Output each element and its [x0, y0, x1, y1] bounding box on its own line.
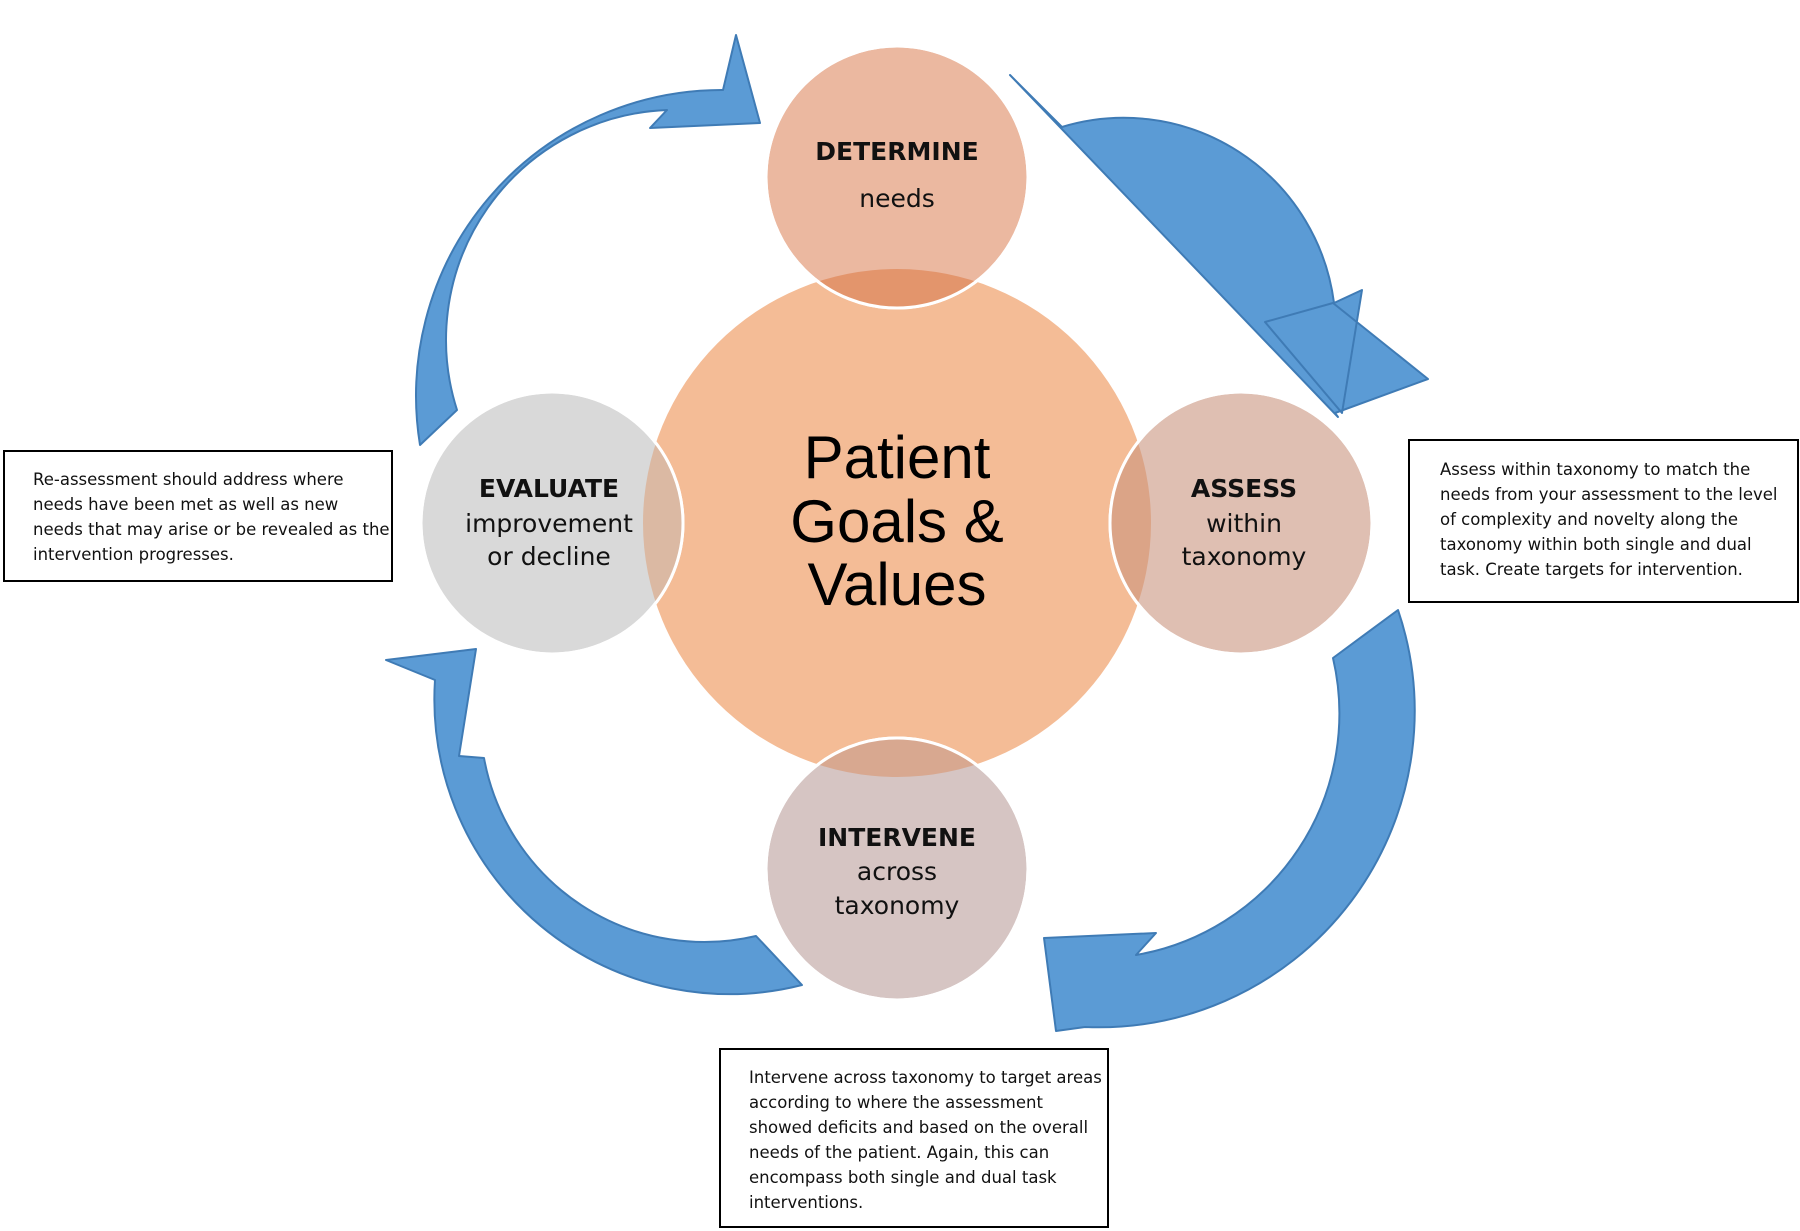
note-assess: Assess within taxonomy to match the need… [1408, 439, 1799, 603]
note-intervene-line: Intervene across taxonomy to target area… [749, 1068, 1102, 1087]
assess-title: ASSESS [1191, 474, 1297, 503]
arrow-assess-to-intervene [1043, 609, 1416, 1032]
note-assess-line: of complexity and novelty along the [1440, 510, 1738, 529]
evaluate-title: EVALUATE [479, 474, 619, 503]
arrow-evaluate-to-determine [415, 34, 761, 446]
arrow-determine-to-assess [1009, 74, 1429, 418]
outline-assess [1108, 390, 1374, 656]
note-assess-line: needs from your assessment to the level [1440, 485, 1778, 504]
outline-intervene [764, 736, 1030, 1002]
evaluate-line-1: improvement [465, 509, 633, 538]
note-assess-line: Assess within taxonomy to match the [1440, 460, 1751, 479]
note-evaluate-line: needs have been met as well as new [33, 495, 339, 514]
note-evaluate: Re-assessment should address where needs… [3, 450, 393, 582]
note-intervene-line: according to where the assessment [749, 1093, 1043, 1112]
note-intervene: Intervene across taxonomy to target area… [719, 1048, 1109, 1228]
outline-determine [764, 44, 1030, 310]
arrow-intervene-to-evaluate [385, 648, 803, 996]
determine-title: DETERMINE [815, 137, 978, 166]
note-intervene-line: encompass both single and dual task [749, 1168, 1057, 1187]
note-evaluate-line: Re-assessment should address where [33, 470, 344, 489]
assess-line-2: taxonomy [1182, 542, 1307, 571]
assess-line-1: within [1206, 509, 1282, 538]
center-line-2: Goals & [790, 488, 1003, 555]
center-line-3: Values [807, 551, 986, 618]
circle-outlines [419, 44, 1374, 1002]
intervene-title: INTERVENE [818, 823, 976, 852]
note-intervene-line: needs of the patient. Again, this can [749, 1143, 1050, 1162]
determine-subtitle: needs [859, 184, 935, 213]
note-intervene-line: showed deficits and based on the overall [749, 1118, 1089, 1137]
center-line-1: Patient [804, 424, 991, 491]
note-assess-line: task. Create targets for intervention. [1440, 560, 1743, 579]
note-evaluate-line: needs that may arise or be revealed as t… [33, 520, 390, 539]
note-intervene-line: interventions. [749, 1193, 864, 1212]
note-assess-line: taxonomy within both single and dual [1440, 535, 1752, 554]
evaluate-line-2: or decline [487, 542, 611, 571]
intervene-line-1: across [857, 857, 937, 886]
intervene-line-2: taxonomy [835, 891, 960, 920]
note-evaluate-line: intervention progresses. [33, 545, 234, 564]
outline-evaluate [419, 390, 685, 656]
center-circle [643, 269, 1151, 777]
cycle-arrows [385, 34, 1429, 1032]
